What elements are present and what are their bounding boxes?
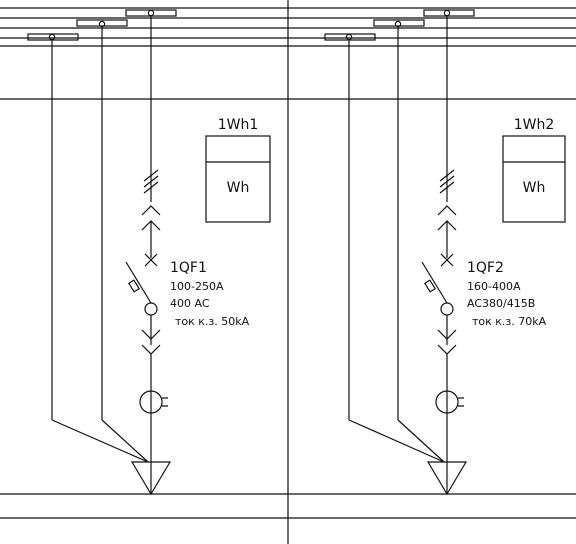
breaker-short-circuit: ток к.з. 70kA [472, 315, 547, 328]
breaker-short-circuit: ток к.з. 50kA [175, 315, 250, 328]
bus-tap-l2 [373, 19, 425, 27]
feeder-panel-1: 1Wh1 Wh 1QF1 100-250A 400 AC ток к.з. 50… [27, 9, 271, 496]
meter-symbol: Wh [523, 180, 546, 196]
energy-meter-2 [502, 135, 566, 223]
breaker-label: 1QF1 [170, 260, 207, 276]
current-transformer-1 [139, 390, 168, 414]
breaker-voltage: 400 AC [170, 297, 210, 310]
three-phase-marks [439, 169, 455, 194]
current-transformer-2 [435, 390, 464, 414]
breaker-1QF2-symbol [421, 261, 454, 316]
breaker-1QF1-symbol [125, 261, 158, 316]
energy-meter-1 [205, 135, 271, 223]
meter-label: 1Wh2 [514, 117, 555, 133]
three-phase-marks [143, 169, 159, 194]
breaker-voltage: AC380/415B [467, 297, 535, 310]
bus-tap-l1 [423, 9, 475, 17]
meter-symbol: Wh [227, 180, 250, 196]
feeder-panel-2: 1Wh2 Wh 1QF2 160-400A AC380/415B ток к.з… [324, 9, 566, 496]
breaker-label: 1QF2 [467, 260, 504, 276]
breaker-range: 160-400A [467, 280, 521, 293]
breaker-range: 100-250A [170, 280, 224, 293]
meter-label: 1Wh1 [218, 117, 259, 133]
